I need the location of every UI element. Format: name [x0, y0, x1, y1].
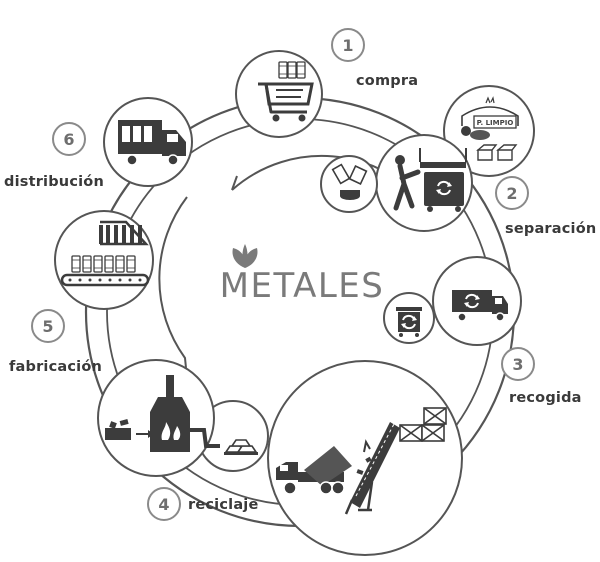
brand-title: METALES	[220, 266, 385, 306]
stage-reciclaje-label: reciclaje	[188, 497, 259, 513]
stage-compra-number: 1	[342, 36, 353, 55]
stage-reciclaje-circle	[268, 361, 462, 555]
stage-separacion: P. LIMPIO 2 sepa	[321, 86, 596, 237]
cans-circle	[321, 156, 377, 212]
stage-distribucion-label: distribución	[4, 174, 104, 190]
stage-fabricacion: 5 fabricación	[9, 310, 268, 476]
factory-line	[55, 211, 153, 309]
leaf-icon	[233, 244, 258, 268]
stage-recogida-number: 3	[512, 355, 523, 374]
stage-distribucion-number: 6	[63, 130, 74, 149]
stage-fabricacion-number: 5	[42, 317, 53, 336]
stage-separacion-number: 2	[506, 184, 517, 203]
stage-separacion-label: separación	[505, 221, 596, 237]
stage-recogida-label: recogida	[509, 390, 582, 406]
stage-distribucion: 6 distribución	[4, 98, 192, 190]
clean-point-sign: P. LIMPIO	[477, 119, 514, 127]
brand-logo: METALES	[220, 244, 385, 306]
stage-reciclaje-number: 4	[158, 495, 169, 514]
stage-compra-label: compra	[356, 73, 418, 89]
stage-fabricacion-label: fabricación	[9, 359, 102, 375]
